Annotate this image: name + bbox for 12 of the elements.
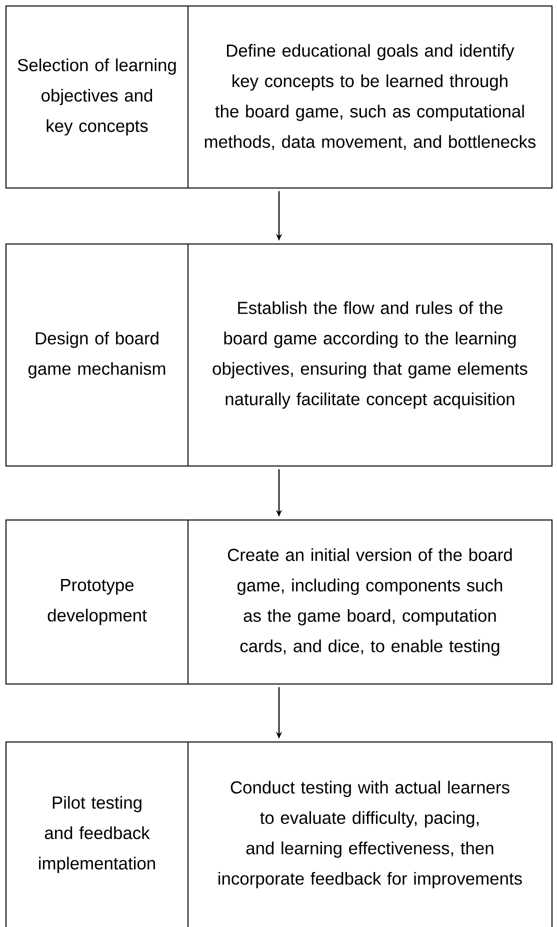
step-box (6, 6, 552, 188)
step-title: Selection of learning objectives and key concepts (18, 58, 176, 136)
step-title: Pilot testing and feedback implementation (39, 796, 155, 874)
step-title: Prototype development (48, 579, 147, 625)
step-box (6, 742, 552, 927)
step-box (6, 244, 552, 466)
step-box (6, 520, 552, 684)
step-description: Create an initial version of the board game, including components such as the game board, computation cards, and dice, to enable testing (228, 548, 512, 656)
step-description: Define educational goals and identify key concepts to be learned through the board game, such as computational methods, data movement, and bottlenecks (204, 44, 536, 150)
step-description: Establish the flow and rules of the board game according to the learning objectives, ensuring that game elements naturally facilitate concept acquisition (212, 301, 528, 409)
step-description: Conduct testing with actual learners to evaluate difficulty, pacing, and learning effectiveness, then incorporate feedback for improvements (218, 780, 522, 888)
step-title: Design of board game mechanism (28, 332, 166, 378)
